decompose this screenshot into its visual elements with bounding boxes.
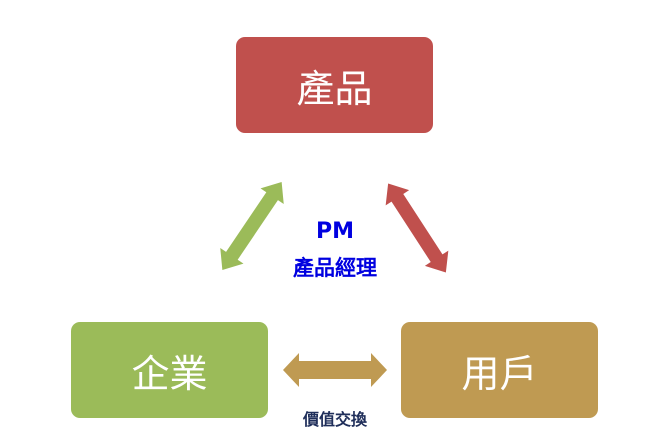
arrow-enterprise-product: [220, 182, 284, 270]
arrow-enterprise-user: [283, 353, 387, 387]
node-user: 用戶: [401, 322, 598, 418]
arrow-product-user: [385, 183, 449, 273]
node-product: 產品: [236, 37, 433, 133]
node-enterprise: 企業: [71, 322, 268, 418]
center-label-pm: PM: [315, 219, 355, 244]
exchange-label: 價值交換: [302, 410, 367, 429]
center-label-product-manager: 產品經理: [293, 256, 377, 280]
